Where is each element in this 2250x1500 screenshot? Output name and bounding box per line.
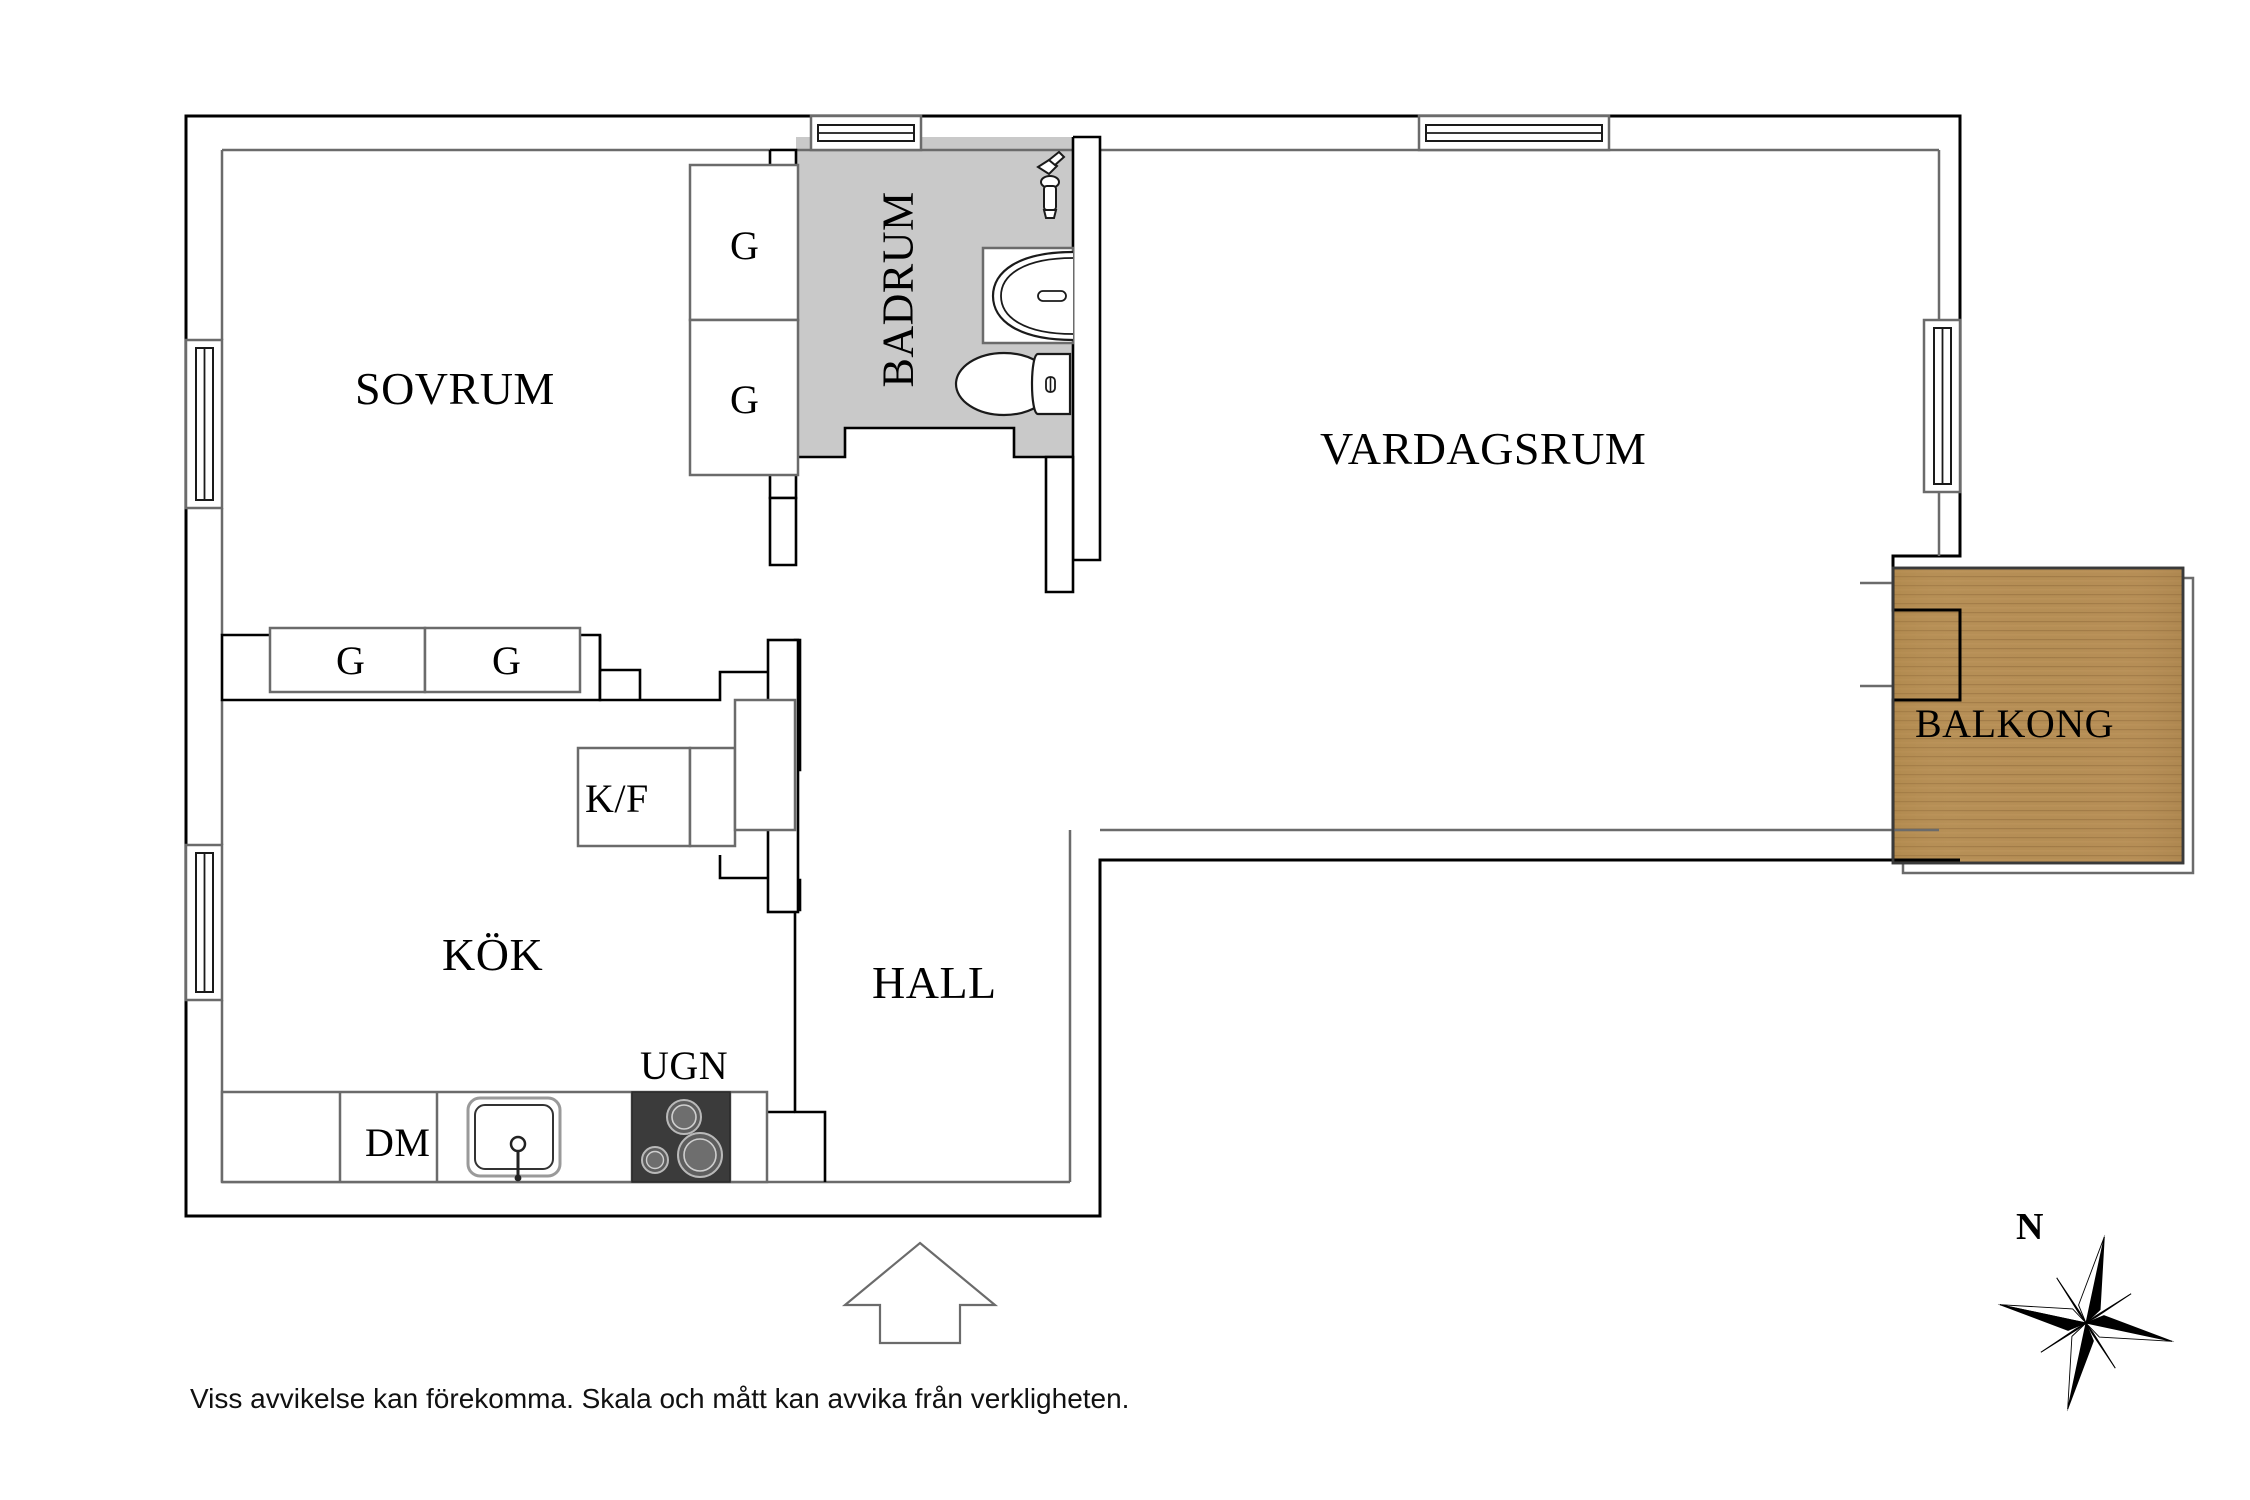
bathroom-sink-icon bbox=[981, 246, 1075, 345]
room-label-badrum: BADRUM bbox=[873, 191, 923, 388]
closet-label-hall-right: G bbox=[492, 638, 522, 683]
window-kitchen-west bbox=[184, 843, 224, 1002]
fridge-freezer-label: K/F bbox=[585, 776, 649, 821]
window-livingroom-north bbox=[1417, 114, 1611, 152]
closet-label-bedroom-top: G bbox=[730, 223, 760, 268]
compass-rose-icon bbox=[1997, 1234, 2175, 1412]
room-label-sovrum: SOVRUM bbox=[355, 363, 555, 414]
hall-closet-unit bbox=[733, 698, 797, 832]
outer-walls bbox=[184, 114, 1962, 1218]
kitchen-counter bbox=[220, 1090, 769, 1184]
compass-north-label: N bbox=[2016, 1206, 2044, 1248]
window-bedroom-west bbox=[184, 338, 224, 510]
closet-label-bedroom-bottom: G bbox=[730, 377, 760, 422]
disclaimer-note: Viss avvikelse kan förekomma. Skala och … bbox=[190, 1383, 1130, 1414]
window-bathroom-north bbox=[809, 114, 923, 152]
shower-mixer-icon bbox=[1036, 150, 1066, 219]
oven-label: UGN bbox=[640, 1043, 729, 1088]
room-label-balkong: BALKONG bbox=[1915, 701, 2115, 746]
closets bbox=[268, 163, 800, 694]
balcony-deck bbox=[1891, 566, 2195, 875]
room-label-vardagsrum: VARDAGSRUM bbox=[1320, 423, 1647, 474]
fridge-freezer-unit bbox=[576, 746, 737, 848]
stove-icon bbox=[631, 1091, 731, 1183]
room-label-hall: HALL bbox=[872, 957, 997, 1008]
room-label-kok: KÖK bbox=[442, 929, 544, 980]
toilet-icon bbox=[954, 351, 1072, 417]
compass-rose: N bbox=[1990, 1205, 2220, 1425]
dishwasher-label: DM bbox=[365, 1120, 431, 1165]
closet-label-hall-left: G bbox=[336, 638, 366, 683]
entrance-arrow-icon bbox=[841, 1241, 999, 1345]
window-livingroom-east bbox=[1922, 318, 1962, 494]
balcony-outline bbox=[1891, 566, 2185, 865]
kitchen-sink-icon bbox=[466, 1096, 562, 1182]
